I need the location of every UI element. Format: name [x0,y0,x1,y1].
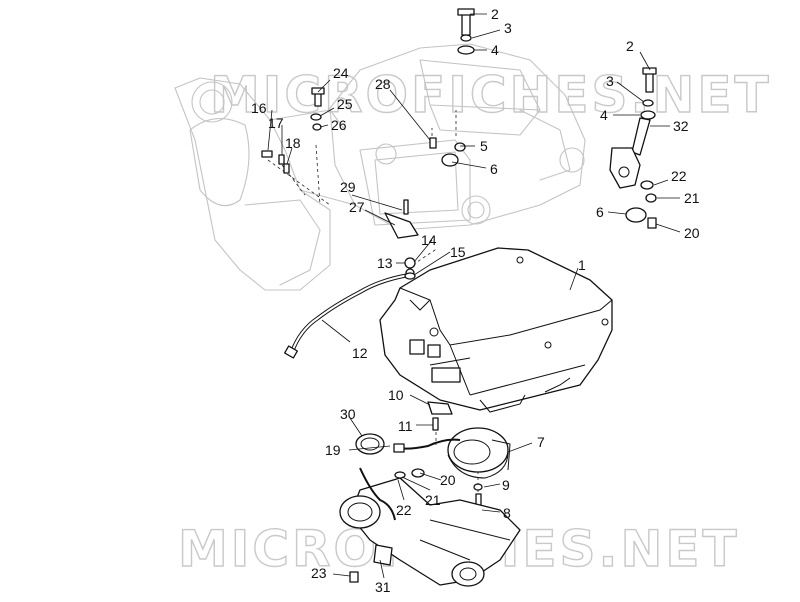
callout-13: 13 [377,255,393,271]
callout-21-bottom: 21 [425,492,441,508]
callout-30: 30 [340,406,356,422]
callout-28: 28 [375,76,391,92]
callout-24: 24 [333,65,349,81]
callout-17: 17 [268,115,284,131]
callout-29: 29 [340,179,356,195]
part-10-sensor [427,401,453,431]
fasteners-top-left [261,87,466,239]
callout-16: 16 [251,100,267,116]
callout-3-right: 3 [606,73,614,89]
callout-31: 31 [375,579,391,595]
callout-1: 1 [578,257,586,273]
callout-3: 3 [504,20,512,36]
part-1-control-unit [379,247,613,413]
callout-32: 32 [673,118,689,134]
part-7-coil [393,427,511,479]
callout-6: 6 [490,161,498,177]
watermark-top: MICROFICHES.NET [210,66,772,124]
callout-15: 15 [450,244,466,260]
callout-2-right: 2 [626,38,634,54]
leader-lines [267,13,681,579]
callout-5: 5 [480,138,488,154]
callout-6-right: 6 [596,204,604,220]
callout-9: 9 [502,477,510,493]
callout-26: 26 [331,117,347,133]
callout-20-bottom: 20 [440,472,456,488]
callout-20-right: 20 [684,225,700,241]
callout-11: 11 [398,418,413,434]
callout-4: 4 [491,42,499,58]
callout-18: 18 [285,135,301,151]
callout-12: 12 [352,345,368,361]
callout-10: 10 [388,387,404,403]
part-30-cap [355,433,385,455]
fasteners-13-14-15 [404,257,416,280]
frame-ghost-outline [174,43,586,291]
callout-23: 23 [311,565,327,581]
fasteners-top-center [457,8,475,55]
part-12-cable [284,268,415,359]
callout-14: 14 [421,232,437,248]
right-bracket-assembly [609,67,657,229]
callout-25: 25 [337,96,353,112]
callout-19: 19 [325,442,341,458]
callout-22-right: 22 [671,168,687,184]
callout-8: 8 [503,505,511,521]
callout-7: 7 [537,434,545,450]
callout-27: 27 [349,199,365,215]
callout-2: 2 [491,6,499,22]
swing-arm-assembly [339,467,521,587]
callout-labels: 1 2 3 4 5 6 2 3 4 32 22 21 6 20 24 25 26… [251,6,700,595]
callout-22-bottom: 22 [396,502,412,518]
callout-4-right: 4 [600,107,608,123]
callout-21-right: 21 [684,190,700,206]
